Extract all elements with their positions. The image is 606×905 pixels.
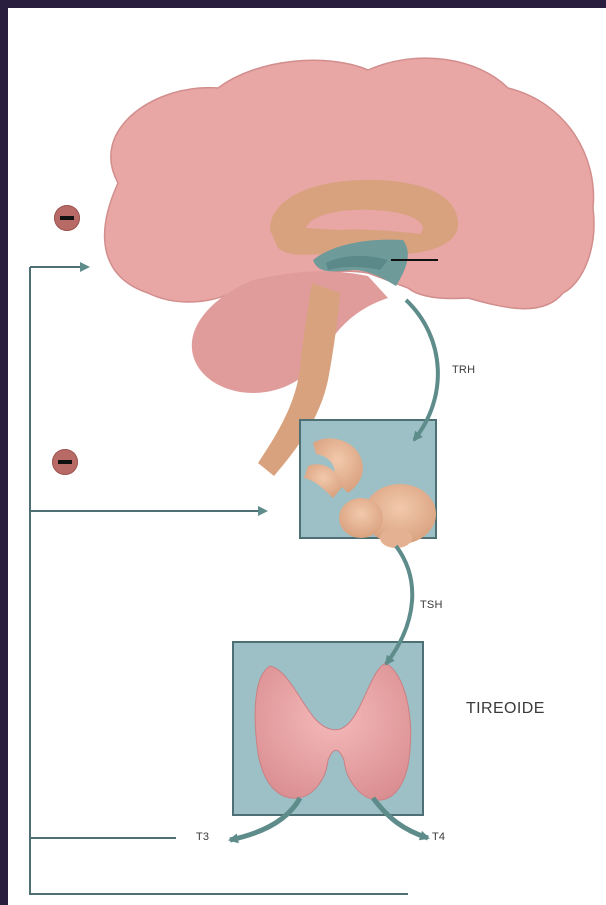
thyroid-box — [233, 642, 423, 815]
thyroid-label: TIREOIDE — [466, 700, 545, 718]
t3-label: T3 — [196, 831, 209, 843]
brain — [105, 58, 594, 476]
minus-icon — [60, 216, 74, 220]
diagram-frame: TRH TSH TIREOIDE T3 T4 — [8, 8, 606, 905]
inhibition-badge-brain — [54, 205, 80, 231]
trh-label: TRH — [452, 364, 475, 376]
inhibition-badge-pituitary — [52, 449, 78, 475]
t4-label: T4 — [432, 831, 445, 843]
minus-icon — [58, 460, 72, 464]
hpt-axis-diagram — [8, 8, 606, 905]
tsh-label: TSH — [420, 599, 443, 611]
